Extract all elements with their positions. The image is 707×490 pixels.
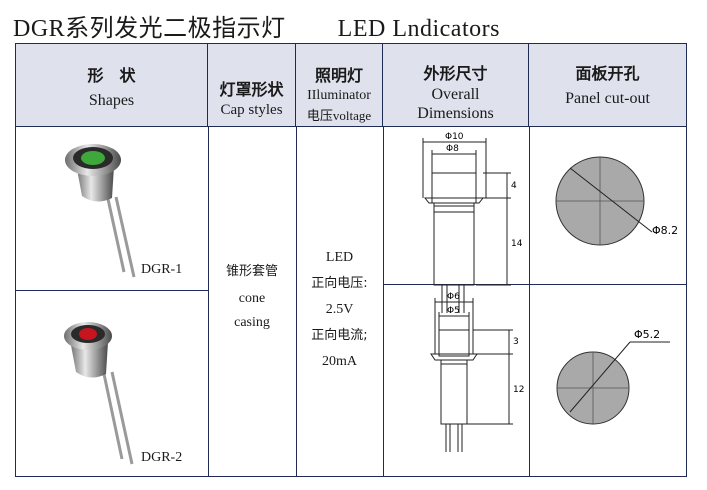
title-zh: DGR系列发光二极指示灯 [13, 16, 286, 42]
model-label-dgr-1: DGR-1 [141, 262, 183, 277]
illuminator-cell: LED 正向电压: 2.5V 正向电流; 20mA [311, 250, 368, 369]
dim-body-height: 12 [513, 385, 524, 395]
led-lens-red [79, 328, 97, 340]
header-divider [16, 126, 686, 127]
cutout-diameter-label: Φ8.2 [652, 224, 678, 237]
cutout-diameter-label: Φ5.2 [634, 328, 660, 341]
header-cap-styles: 灯罩形状 Cap styles [208, 44, 296, 126]
title-en: LED Lndicators [337, 16, 500, 42]
dim-inner-diameter: Φ5 [447, 306, 460, 316]
col-divider-3 [383, 126, 384, 476]
header-panel-cutout: 面板开孔 Panel cut-out [529, 44, 686, 126]
header-illuminator: 照明灯 IIluminator 电压voltage [296, 44, 383, 126]
panel-cutout-dgr-2: Φ5.2 [556, 328, 670, 425]
led-lens-green [81, 151, 105, 165]
led-image-dgr-2 [64, 322, 134, 465]
col-divider-2 [296, 126, 297, 476]
spec-table: 形 状 Shapes 灯罩形状 Cap styles 照明灯 IIluminat… [15, 43, 687, 477]
header-overall-dimensions: 外形尺寸 Overall Dimensions [383, 44, 529, 126]
dimension-drawing-dgr-1: Φ10 Φ8 4 14 [422, 132, 523, 313]
row-divider-dims [383, 284, 686, 285]
dim-outer-diameter: Φ10 [445, 132, 464, 142]
dim-inner-diameter: Φ8 [446, 144, 459, 154]
header-shapes: 形 状 Shapes [16, 44, 208, 126]
model-label-dgr-2: DGR-2 [141, 450, 183, 465]
dim-top-height: 3 [513, 337, 519, 347]
led-image-dgr-1 [65, 144, 136, 278]
dimension-drawing-dgr-2: Φ6 Φ5 3 12 [430, 292, 524, 452]
panel-cutout-dgr-1: Φ8.2 [555, 156, 678, 246]
dim-outer-diameter: Φ6 [447, 292, 460, 302]
dim-body-height: 14 [511, 239, 523, 249]
dim-top-height: 4 [511, 181, 517, 191]
col-divider-1 [208, 126, 209, 476]
page-title: DGR系列发光二极指示灯 LED Lndicators [13, 8, 500, 43]
col-divider-4 [529, 126, 530, 476]
row-divider-shapes [16, 290, 208, 291]
cap-style-cell: 锥形套管 cone casing [225, 264, 278, 330]
